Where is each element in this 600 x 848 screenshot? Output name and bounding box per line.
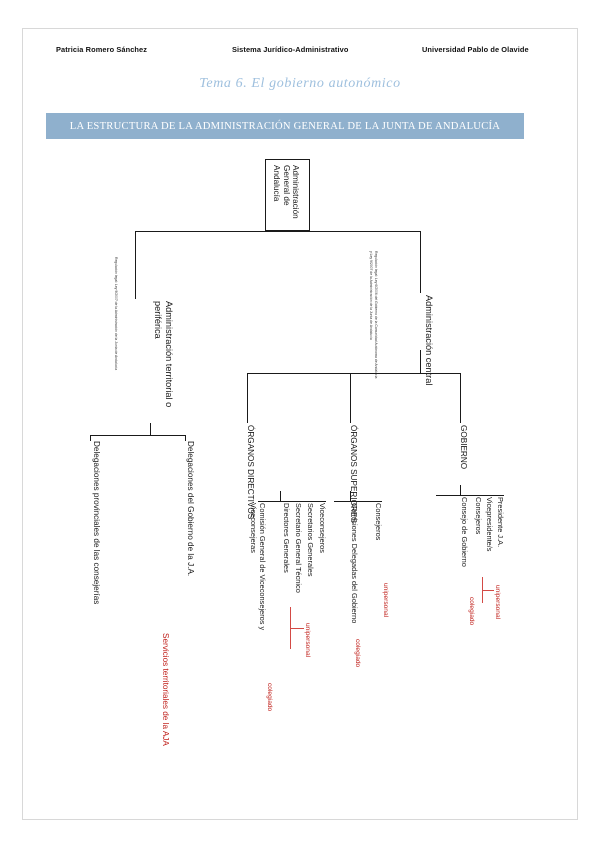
gobierno-item-3: Consejeros bbox=[474, 497, 483, 535]
gobierno-item-2: Vicepresidente/s bbox=[485, 497, 494, 552]
connector-root-bus bbox=[135, 231, 420, 233]
directivos-annotation-colegiado: colegiado bbox=[266, 683, 273, 712]
connector-central bbox=[420, 231, 422, 293]
directivos-red-tick-unipersonal bbox=[290, 628, 304, 630]
territorial-legal-note: Regulación legal: Ley 9/2007 de la Admin… bbox=[114, 257, 118, 371]
territorial-child-1: Delegaciones del Gobierno de la J.A. bbox=[186, 441, 195, 577]
connector-gobierno-bus bbox=[436, 495, 504, 497]
gobierno-item-1: Presidente J.A. bbox=[496, 497, 505, 548]
directivos-item-2: Secretarios Generales bbox=[306, 503, 315, 577]
gobierno-annotation-unipersonal: unipersonal bbox=[494, 585, 501, 620]
org-chart: Administración General de Andalucía Admi… bbox=[22, 145, 578, 805]
connector-territorial-stem bbox=[150, 423, 152, 435]
territorial-annotation: Servicios territoriales de la AJA bbox=[161, 633, 170, 746]
superiores-annotation-unipersonal: unipersonal bbox=[382, 583, 389, 618]
directivos-item-3: Secretario General Técnico bbox=[294, 503, 303, 593]
gobierno-annotation-colegiado: colegiado bbox=[468, 597, 475, 626]
document-header: Patricia Romero Sánchez Sistema Jurídico… bbox=[22, 38, 578, 60]
page-title: LA ESTRUCTURA DE LA ADMINISTRACIÓN GENER… bbox=[46, 113, 524, 139]
connector-directivos-stem bbox=[280, 491, 282, 501]
gobierno-red-tick-unipersonal bbox=[482, 590, 494, 592]
connector-directivos-bus bbox=[258, 501, 326, 503]
superiores-item-2: Comisiones Delegadas del Gobierno bbox=[350, 503, 359, 624]
connector-group-superiores bbox=[350, 373, 352, 423]
topic-heading: Tema 6. El gobierno autonómico bbox=[199, 76, 401, 91]
header-institution: Universidad Pablo de Olavide bbox=[422, 44, 529, 54]
node-root bbox=[265, 159, 310, 231]
gobierno-item-4: Consejo de Gobierno bbox=[460, 497, 469, 567]
connector-central-bus bbox=[247, 373, 460, 375]
superiores-annotation-colegiado: colegiado bbox=[354, 639, 361, 668]
node-root-label: Administración General de Andalucía bbox=[272, 165, 300, 219]
connector-territorial-child-1 bbox=[90, 435, 92, 441]
branch-central-label: Administración central bbox=[424, 295, 434, 386]
directivos-annotation-unipersonal: unipersonal bbox=[304, 623, 311, 658]
page-title-text: LA ESTRUCTURA DE LA ADMINISTRACIÓN GENER… bbox=[69, 120, 501, 132]
directivos-item-extra: Comisión General de Viceconsejeros y Vic… bbox=[249, 503, 267, 631]
connector-territorial-child-2 bbox=[185, 435, 187, 441]
connector-group-directivos bbox=[247, 373, 249, 423]
territorial-child-2: Delegaciones provinciales de las conseje… bbox=[92, 441, 101, 605]
directivos-item-4: Directores Generales bbox=[282, 503, 291, 573]
branch-territorial-label: Administración territorial o periférica bbox=[152, 301, 174, 408]
connector-superiores-stem bbox=[350, 491, 352, 501]
connector-territorial bbox=[135, 231, 137, 299]
header-author: Patricia Romero Sánchez bbox=[56, 44, 148, 54]
header-subject: Sistema Jurídico-Administrativo bbox=[232, 44, 349, 54]
connector-central-stem bbox=[420, 350, 422, 373]
superiores-item-1: Consejeros bbox=[374, 503, 383, 541]
connector-gobierno-stem bbox=[460, 485, 462, 495]
connector-superiores-bus bbox=[334, 501, 382, 503]
connector-group-gobierno bbox=[460, 373, 462, 423]
central-legal-note: Regulación legal: Ley 6/2006 del Gobiern… bbox=[369, 251, 378, 379]
directivos-item-1: Viceconsejeros bbox=[318, 503, 327, 553]
connector-territorial-bus bbox=[90, 435, 186, 437]
